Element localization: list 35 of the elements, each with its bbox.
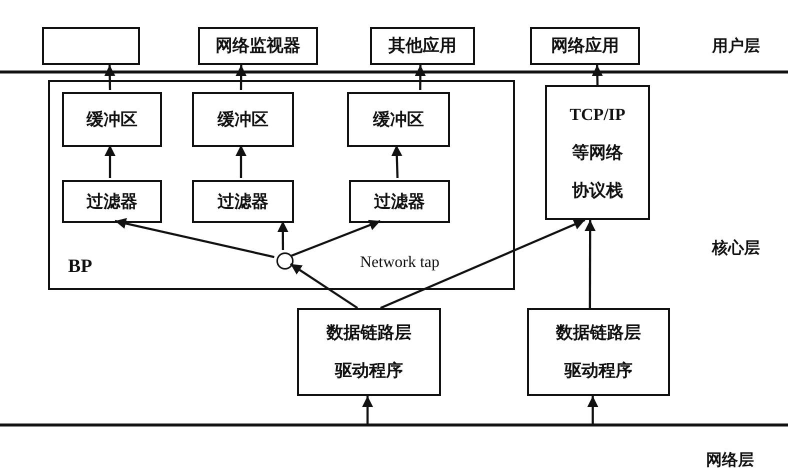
layer-label: 网络层 (706, 450, 754, 470)
driver-box: 数据链路层驱动程序 (297, 308, 441, 396)
arrow (114, 218, 274, 258)
app-box: 网络监视器 (198, 27, 318, 65)
arrow (592, 64, 603, 86)
buffer-box: 缓冲区 (347, 92, 450, 147)
tap-circle (276, 252, 294, 270)
driver-box: 数据链路层驱动程序 (527, 308, 670, 396)
arrow (236, 145, 246, 178)
layer-label: 用户层 (712, 36, 760, 57)
arrow (362, 396, 374, 425)
arrow (380, 218, 586, 310)
app-box: 网络应用 (530, 27, 640, 65)
arrow (290, 220, 381, 257)
arrow (391, 144, 402, 178)
filter-box: 过滤器 (62, 180, 162, 223)
arrow (277, 221, 288, 250)
arrow (584, 220, 596, 308)
tap-label: Network tap (360, 254, 440, 272)
app-box: 其他应用 (370, 27, 475, 65)
protocol-stack-box: TCP/IP等网络协议栈 (545, 85, 650, 220)
bp-container (48, 80, 515, 290)
filter-box: 过滤器 (192, 180, 294, 223)
arrow (104, 145, 116, 178)
arrow (290, 263, 358, 309)
arrow (587, 396, 598, 425)
group-title: BP (68, 256, 92, 278)
buffer-box: 缓冲区 (192, 92, 294, 147)
app-box (42, 27, 140, 65)
layer-label: 核心层 (712, 238, 760, 259)
buffer-box: 缓冲区 (62, 92, 162, 147)
arrow (414, 65, 426, 90)
arrow (104, 64, 116, 90)
filter-box: 过滤器 (349, 180, 450, 223)
arrow (236, 65, 247, 90)
